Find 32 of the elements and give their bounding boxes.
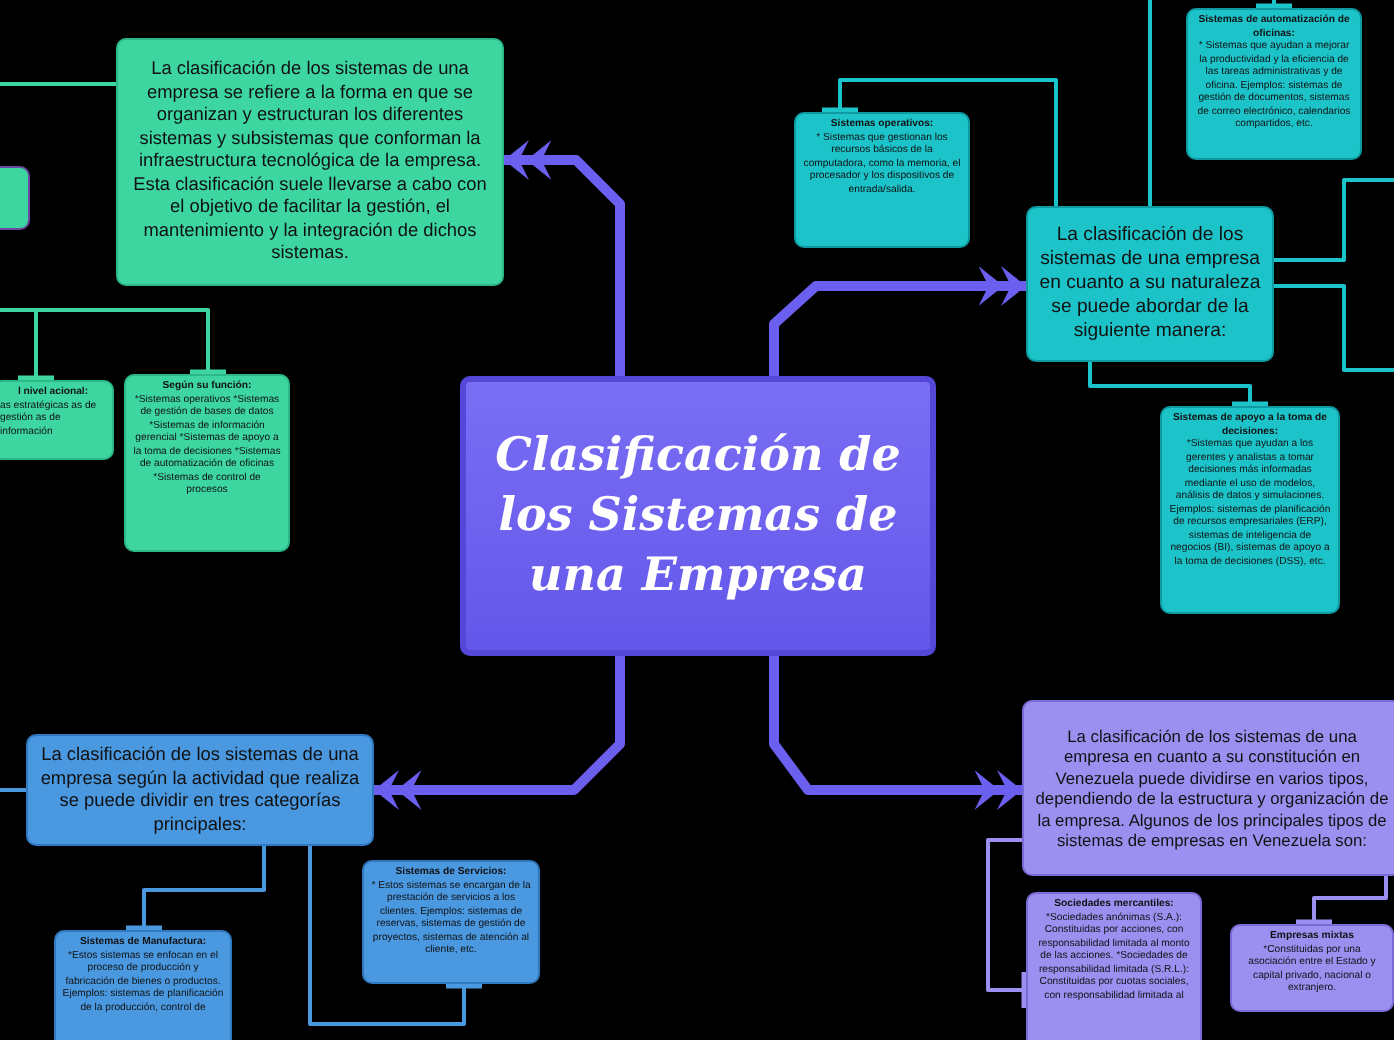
connector-line: [0, 308, 226, 379]
connector-line: [1274, 284, 1394, 372]
subtopic-box: [1230, 924, 1394, 1012]
connector-line: [986, 838, 1031, 1008]
connector-line: [1274, 178, 1394, 262]
subtopic-box: [0, 380, 114, 460]
subtopic-box: [794, 112, 970, 248]
box-text: La clasificación de los sistemas de una empresa en cuanto a su naturaleza se puede abordar de la siguiente manera:: [1038, 224, 1262, 344]
subtopic-box: [54, 930, 232, 1040]
topic-box: [116, 38, 504, 286]
subtopic-box: [1026, 892, 1202, 1040]
connector-line: [1088, 362, 1268, 411]
connector-line: [1148, 0, 1292, 206]
connector-line: [308, 846, 482, 1026]
central-topic-box: [460, 376, 936, 656]
box-text: La clasificación de los sistemas de una empresa en cuanto a su constitución en Venezuela puede dividirse en varios tipos, dependiendo de la estructura y organización de la empresa. Algunos de los principales tipos de sistemas de empresas en Venezuela son:: [1034, 725, 1390, 851]
connector-line: [1296, 876, 1388, 929]
subtopic-box: [1186, 8, 1362, 160]
topic-box: [26, 734, 374, 846]
connector-line: [0, 82, 116, 86]
subtopic-box: [1160, 406, 1340, 614]
empty-box: [0, 166, 30, 230]
connector-line: [822, 78, 1058, 206]
connector-line: [0, 788, 26, 792]
central-topic-text: Clasificación de los Sistemas de una Empresa: [493, 426, 903, 606]
subtopic-box: [362, 860, 540, 984]
topic-box: [1022, 700, 1394, 876]
topic-box: [1026, 206, 1274, 362]
subtopic-box: [124, 374, 290, 552]
box-text: La clasificación de los sistemas de una empresa se refiere a la forma en que se organizan y estructuran los diferentes sistemas y subsistemas que conforman la infraestructura tecnológica de la empresa. Esta clasificación suele llevarse a cabo con el objetivo de facilitar la gestión, el mantenimiento y la integración de dichos sistemas.: [131, 58, 489, 266]
box-text: La clasificación de los sistemas de una empresa según la actividad que realiza se puede dividir en tres categorías principales:: [38, 744, 362, 836]
connector-line: [126, 846, 266, 935]
